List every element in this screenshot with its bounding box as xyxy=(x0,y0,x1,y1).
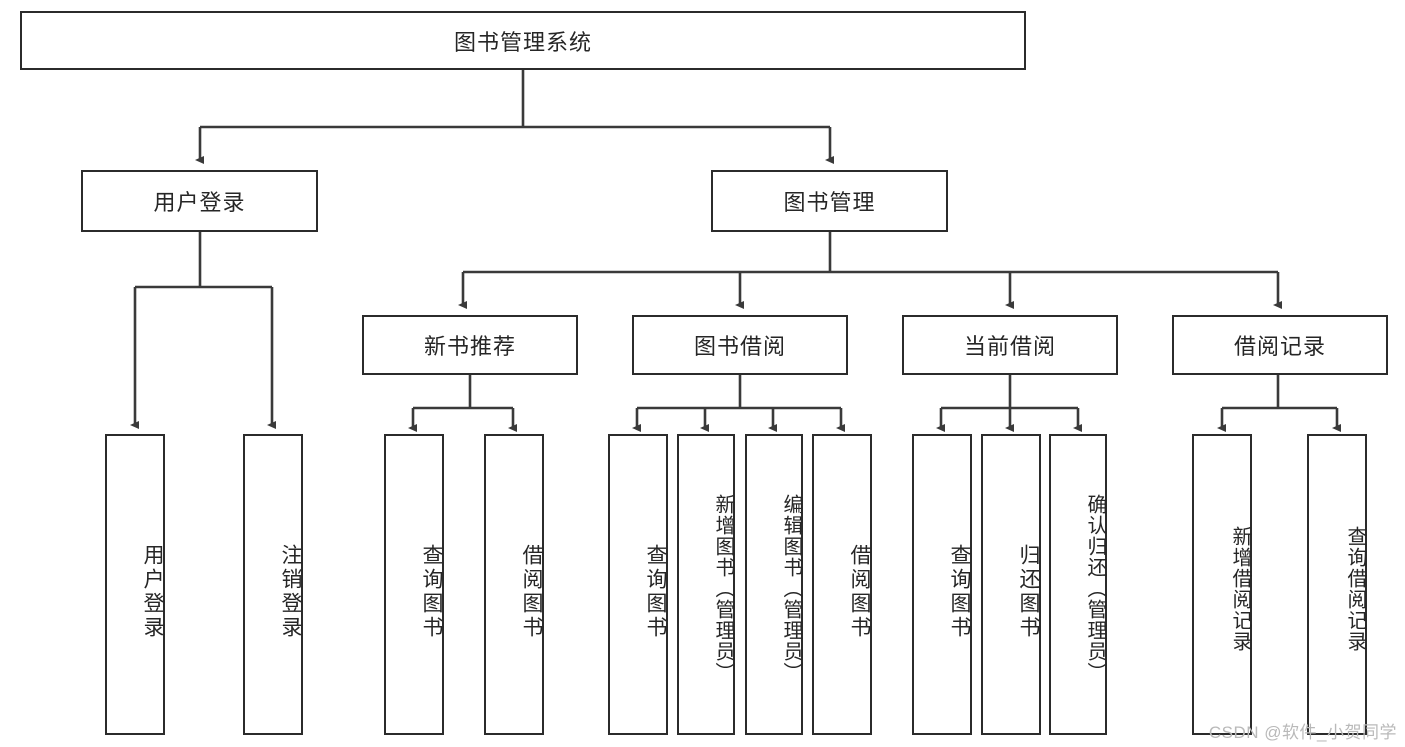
node-borrow-record[interactable]: 借阅记录 xyxy=(1172,315,1388,375)
leaf-add-borrow-record[interactable]: 新增借阅记录 xyxy=(1192,434,1252,735)
leaf-bookborrow-query-book-label: 查询图书 xyxy=(644,543,667,640)
leaf-newbook-borrow-book[interactable]: 借阅图书 xyxy=(484,434,544,735)
leaf-currentborrow-query-book[interactable]: 查询图书 xyxy=(912,434,972,735)
leaf-query-borrow-record-label: 查询借阅记录 xyxy=(1344,525,1366,652)
leaf-logout[interactable]: 注销登录 xyxy=(243,434,303,735)
leaf-currentborrow-confirm-return[interactable]: 确认归还（管理员） xyxy=(1049,434,1107,735)
leaf-bookborrow-edit-book[interactable]: 编辑图书（管理员） xyxy=(745,434,803,735)
node-current-borrow[interactable]: 当前借阅 xyxy=(902,315,1118,375)
leaf-currentborrow-confirm-return-label: 确认归还（管理员） xyxy=(1084,494,1106,683)
leaf-bookborrow-borrow-book[interactable]: 借阅图书 xyxy=(812,434,872,735)
leaf-logout-label: 注销登录 xyxy=(279,543,302,640)
leaf-newbook-query-book[interactable]: 查询图书 xyxy=(384,434,444,735)
leaf-add-borrow-record-label: 新增借阅记录 xyxy=(1229,525,1251,652)
node-book-management[interactable]: 图书管理 xyxy=(711,170,948,232)
leaf-user-login[interactable]: 用户登录 xyxy=(105,434,165,735)
node-book-borrow[interactable]: 图书借阅 xyxy=(632,315,848,375)
leaf-bookborrow-edit-book-label: 编辑图书（管理员） xyxy=(780,494,802,683)
node-book-management-label: 图书管理 xyxy=(783,190,876,215)
leaf-newbook-query-book-label: 查询图书 xyxy=(420,543,443,640)
node-root-label: 图书管理系统 xyxy=(453,29,592,55)
node-user-login[interactable]: 用户登录 xyxy=(81,170,318,232)
leaf-query-borrow-record[interactable]: 查询借阅记录 xyxy=(1307,434,1367,735)
node-book-borrow-label: 图书借阅 xyxy=(693,334,786,359)
leaf-bookborrow-add-book-label: 新增图书（管理员） xyxy=(712,494,734,683)
node-user-login-label: 用户登录 xyxy=(153,190,246,215)
node-new-book-recommend[interactable]: 新书推荐 xyxy=(362,315,578,375)
leaf-newbook-borrow-book-label: 借阅图书 xyxy=(520,543,543,640)
csdn-watermark: CSDN @软件_小贺同学 xyxy=(1208,723,1397,742)
leaf-bookborrow-borrow-book-label: 借阅图书 xyxy=(848,543,871,640)
leaf-currentborrow-return-book-label: 归还图书 xyxy=(1017,543,1040,640)
node-new-book-recommend-label: 新书推荐 xyxy=(423,334,516,359)
leaf-currentborrow-return-book[interactable]: 归还图书 xyxy=(981,434,1041,735)
node-root-system[interactable]: 图书管理系统 xyxy=(20,11,1026,70)
leaf-user-login-label: 用户登录 xyxy=(141,543,164,640)
leaf-bookborrow-add-book[interactable]: 新增图书（管理员） xyxy=(677,434,735,735)
leaf-bookborrow-query-book[interactable]: 查询图书 xyxy=(608,434,668,735)
leaf-currentborrow-query-book-label: 查询图书 xyxy=(948,543,971,640)
node-borrow-record-label: 借阅记录 xyxy=(1233,334,1326,359)
node-current-borrow-label: 当前借阅 xyxy=(963,334,1056,359)
